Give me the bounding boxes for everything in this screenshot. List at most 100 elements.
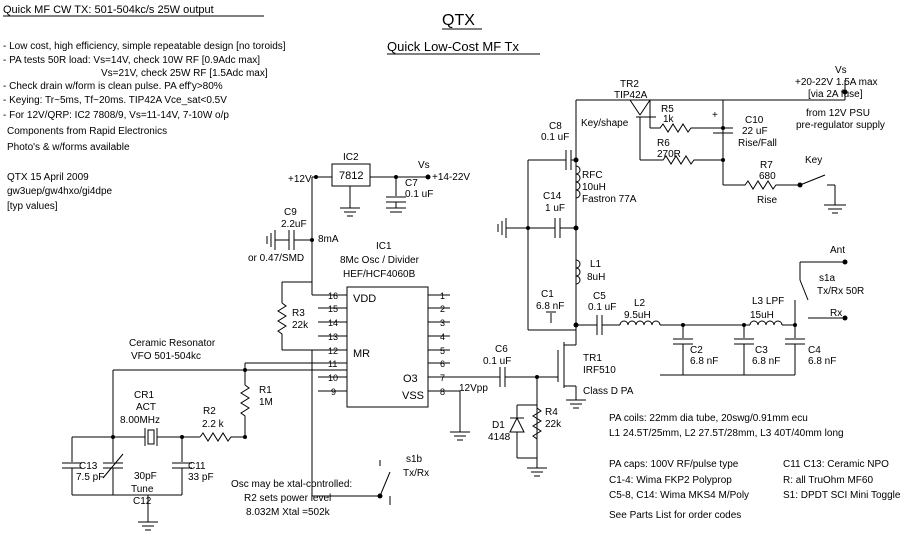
s1a-label: s1a (819, 273, 836, 284)
c4-value: 6.8 nF (808, 356, 836, 367)
svg-text:+: + (712, 110, 718, 121)
key-label: Key (805, 155, 822, 166)
r5-label: R5 (661, 104, 674, 115)
pin-right-6: 6 (440, 359, 445, 369)
c11-label: C11 (188, 461, 206, 472)
vs2-range: +14-22V (432, 172, 470, 183)
misc-note-1: C11 C13: Ceramic NPO (783, 459, 889, 470)
tr1-part: IRF510 (583, 365, 616, 376)
rx-label: Rx (830, 308, 842, 319)
supply-range: +20-22V 1.5A max (795, 77, 878, 88)
ic1-part: HEF/HCF4060B (343, 269, 416, 280)
vs2-label: Vs (418, 160, 430, 171)
c5-label: C5 (593, 291, 606, 302)
r4-label: R4 (545, 407, 558, 418)
r2-resistor (199, 432, 245, 442)
c8-label: C8 (549, 121, 562, 132)
pin-right-5: 5 (440, 346, 445, 356)
note-6: - For 12V/QRP: IC2 7808/9, Vs=11-14V, 7-… (3, 110, 229, 121)
vs2-terminal (425, 174, 431, 180)
c12-trimmer-arrow (102, 453, 124, 479)
c2-label: C2 (690, 345, 703, 356)
c14-value: 1 uF (545, 203, 565, 214)
l2-coil (619, 320, 661, 326)
ic1-pin-vdd: VDD (353, 293, 376, 305)
pin-left-14: 14 (328, 318, 338, 328)
l3-value: 15uH (750, 310, 774, 321)
c11-value: 33 pF (188, 472, 214, 483)
rfc-coil (575, 165, 581, 199)
s1b-note: Tx/Rx (403, 468, 429, 479)
l3-coil (749, 320, 783, 326)
misc-note-2: R: all TruOhm MF60 (783, 475, 873, 486)
c9-label: C9 (284, 207, 297, 218)
pin-right-3: 3 (440, 318, 445, 328)
tr2-label: TR2 (620, 79, 639, 90)
credit-date: QTX 15 April 2009 (7, 172, 89, 183)
ic1-right-pins (428, 294, 460, 392)
coil-note-1: PA coils: 22mm dia tube, 20swg/0.91mm ec… (609, 413, 808, 424)
ic1-pin-mr: MR (353, 348, 370, 360)
supply-terminal (842, 89, 848, 95)
c9-value: 2.2uF (281, 219, 307, 230)
r7-resistor (723, 180, 800, 190)
s1b-switch (379, 471, 391, 497)
note-3: Vs=21V, check 25W RF [1.5Adc max] (101, 68, 268, 79)
d1-value: 4148 (488, 432, 511, 443)
osc-note-3: 8.032M Xtal =502k (246, 507, 331, 518)
rfc-label: RFC (582, 170, 603, 181)
c8-value: 0.1 uF (541, 132, 569, 143)
s1a-switch (799, 279, 809, 301)
supply-vs: Vs (835, 65, 847, 76)
pin-left-10: 10 (328, 373, 338, 383)
osc-note-1: Osc may be xtal-controlled: (231, 479, 352, 490)
note-1: - Low cost, high efficiency, simple repe… (3, 41, 286, 52)
ant-terminal (842, 259, 848, 265)
pin-left-9: 9 (331, 387, 336, 397)
tr2-symbol (629, 99, 651, 116)
c12-value: 30pF (134, 471, 157, 482)
l1-coil (575, 259, 581, 285)
c6-value: 0.1 uF (483, 356, 511, 367)
pin-right-8: 8 (440, 387, 445, 397)
misc-note-3: S1: DPDT SCI Mini Toggle (783, 490, 901, 501)
d1-label: D1 (492, 420, 505, 431)
r2-label: R2 (203, 406, 216, 417)
cr1-brand: ACT (136, 402, 156, 413)
c14-label: C14 (543, 191, 562, 202)
r5-value: 1k (663, 114, 675, 125)
r4-value: 22k (545, 419, 562, 430)
note-8: Photo's & w/forms available (7, 142, 130, 153)
ic2-part: 7812 (339, 170, 363, 182)
ic1-pin-o3: O3 (403, 373, 418, 385)
r3-label: R3 (292, 308, 305, 319)
r7-value: 680 (759, 171, 776, 182)
title-main: QTX (442, 12, 475, 29)
keyshape-label: Key/shape (581, 118, 629, 129)
r1-value: 1M (259, 397, 273, 408)
d1-diode (509, 405, 525, 458)
cap-note-4: See Parts List for order codes (609, 510, 741, 521)
r1-label: R1 (259, 385, 272, 396)
r1-resistor (240, 384, 250, 437)
pin-left-15: 15 (328, 304, 338, 314)
note-7: Components from Rapid Electronics (7, 126, 167, 137)
title-left: Quick MF CW TX: 501-504kc/s 25W output (3, 4, 214, 16)
ma8-label: 8mA (318, 234, 339, 245)
credit-typ: [typ values] (7, 201, 58, 212)
l1-value: 8uH (587, 272, 605, 283)
ic2-box (331, 163, 371, 187)
c13-label: C13 (79, 461, 98, 472)
classd-label: Class D PA (583, 386, 634, 397)
c4-label: C4 (808, 345, 821, 356)
ant-label: Ant (830, 245, 845, 256)
r6-resistor (655, 155, 723, 165)
c7-label: C7 (405, 178, 418, 189)
cap-note-3: C5-8, C14: Wima MKS4 M/Poly (609, 490, 749, 501)
l1-label: L1 (590, 259, 602, 270)
r7-label: R7 (760, 160, 773, 171)
credit-calls: gw3uep/gw4hxo/gi4dpe (7, 186, 113, 197)
pin-left-13: 13 (328, 332, 338, 342)
r2-value: 2.2 k (202, 419, 225, 430)
